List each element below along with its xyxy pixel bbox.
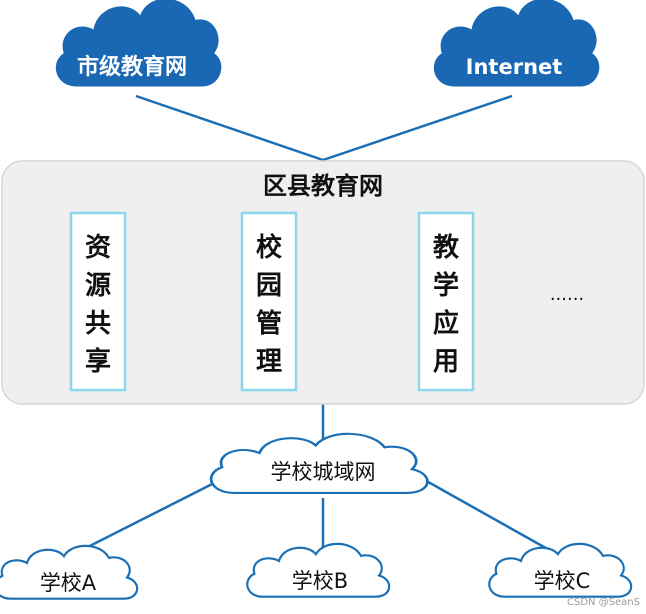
school-a-label: 学校A	[40, 571, 97, 595]
internet-label: Internet	[466, 55, 563, 79]
module-label: 校园管理	[256, 232, 283, 377]
school-b-label: 学校B	[292, 569, 348, 593]
district-box	[1, 160, 645, 405]
watermark: CSDN @SeanS	[566, 597, 640, 608]
module-campus-management: 校园管理	[240, 211, 298, 392]
district-title: 区县教育网	[263, 172, 383, 200]
module-teaching-application: 教学应用	[417, 211, 475, 392]
module-label: 资源共享	[85, 233, 111, 377]
line-net-to-school-c	[413, 472, 561, 558]
city-network-label: 市级教育网	[77, 54, 187, 80]
school-network-label: 学校城域网	[271, 460, 376, 484]
line-city-to-district	[135, 94, 324, 162]
module-resource-sharing: 资源共享	[69, 211, 127, 392]
school-c-label: 学校C	[534, 569, 591, 593]
more-ellipsis: ......	[550, 284, 584, 305]
module-label: 教学应用	[433, 233, 459, 377]
line-internet-to-district	[322, 94, 513, 162]
